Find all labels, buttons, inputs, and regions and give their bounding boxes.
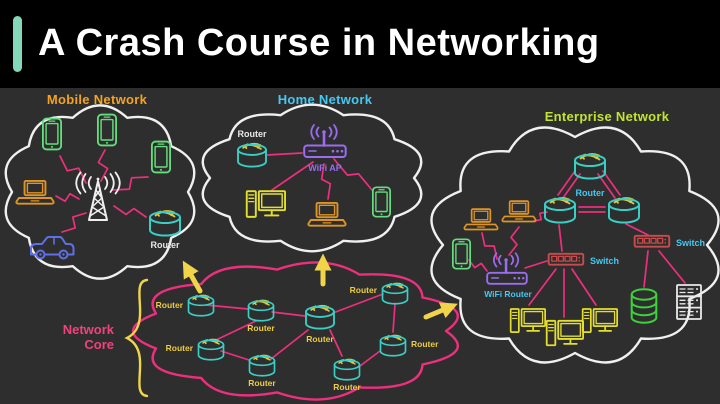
car-icon — [30, 236, 75, 260]
router-icon — [149, 210, 181, 237]
core-router-label: Router — [247, 323, 275, 333]
core-connection-lines — [205, 293, 396, 367]
home-router-label: Router — [238, 129, 267, 139]
enterprise-connection-lines — [468, 170, 686, 318]
enterprise-router-label: Router — [576, 188, 605, 198]
network-core-cloud — [132, 261, 459, 401]
title-banner: A Crash Course in Networking — [0, 0, 720, 88]
router-icon — [544, 197, 576, 224]
enterprise-network-label: Enterprise Network — [545, 109, 670, 124]
home-connection-lines — [266, 152, 373, 200]
mobile-router-label: Router — [151, 240, 180, 250]
router-icon — [379, 334, 407, 357]
core-router-label: Router — [156, 300, 184, 310]
wifi-ap-label: WiFi AP — [308, 163, 342, 173]
core-router-label: Router — [166, 343, 194, 353]
router-icon — [247, 299, 275, 322]
router-icon — [333, 358, 361, 381]
router-icon — [197, 338, 225, 361]
smartphone-icon — [150, 140, 172, 174]
wifi-router-label: WiFi Router — [484, 289, 532, 299]
mobile-network-cloud — [4, 104, 196, 280]
laptop-icon — [463, 208, 499, 231]
switch-label: Switch — [676, 238, 705, 248]
core-label-line1: Network — [63, 322, 115, 337]
core-label-line2: Core — [84, 337, 114, 352]
desktop-computer-icon — [545, 319, 585, 347]
wifi-router-icon — [485, 251, 529, 286]
mobile-network: Router Mobile Network — [15, 92, 181, 260]
core-router-label: Router — [248, 378, 276, 388]
mobile-connection-lines — [55, 149, 149, 233]
router-icon — [381, 282, 409, 305]
smartphone-icon — [451, 238, 472, 270]
core-router-label: Router — [411, 339, 439, 349]
desktop-computer-icon — [245, 190, 287, 218]
mobile-network-label: Mobile Network — [47, 92, 148, 107]
arrow-to-mobile-icon — [182, 260, 203, 294]
switch-label: Switch — [590, 256, 619, 266]
laptop-icon — [307, 201, 347, 227]
router-icon — [608, 197, 640, 224]
core-router-label: Router — [350, 285, 378, 295]
smartphone-icon — [41, 117, 63, 151]
arrow-to-enterprise-icon — [423, 302, 458, 320]
desktop-computer-icon — [509, 308, 547, 334]
router-icon — [237, 142, 267, 168]
flow-arrows — [182, 253, 458, 320]
enterprise-network: Router WiFi Router Switch Switch Enterpr… — [451, 109, 705, 347]
page-title: A Crash Course in Networking — [38, 22, 600, 64]
core-router-label: Router — [306, 334, 334, 344]
desktop-computer-icon — [581, 308, 619, 334]
router-icon — [305, 304, 335, 330]
switch-icon — [633, 234, 671, 248]
wifi-access-point-icon — [302, 123, 348, 159]
accent-bar — [13, 16, 22, 72]
curly-brace — [124, 278, 149, 398]
home-network-cloud — [201, 103, 423, 253]
network-core: Router Router Router Router Router Route… — [63, 278, 439, 398]
laptop-icon — [501, 200, 537, 223]
laptop-icon — [15, 179, 55, 205]
database-icon — [630, 288, 658, 324]
home-network-label: Home Network — [278, 92, 373, 107]
smartphone-icon — [371, 186, 392, 218]
smartphone-icon — [96, 113, 118, 147]
enterprise-network-cloud — [430, 126, 720, 364]
core-router-label: Router — [333, 382, 361, 392]
cell-tower-icon — [75, 171, 121, 221]
home-network: Router WiFi AP Home Network — [237, 92, 392, 227]
switch-icon — [547, 252, 585, 266]
